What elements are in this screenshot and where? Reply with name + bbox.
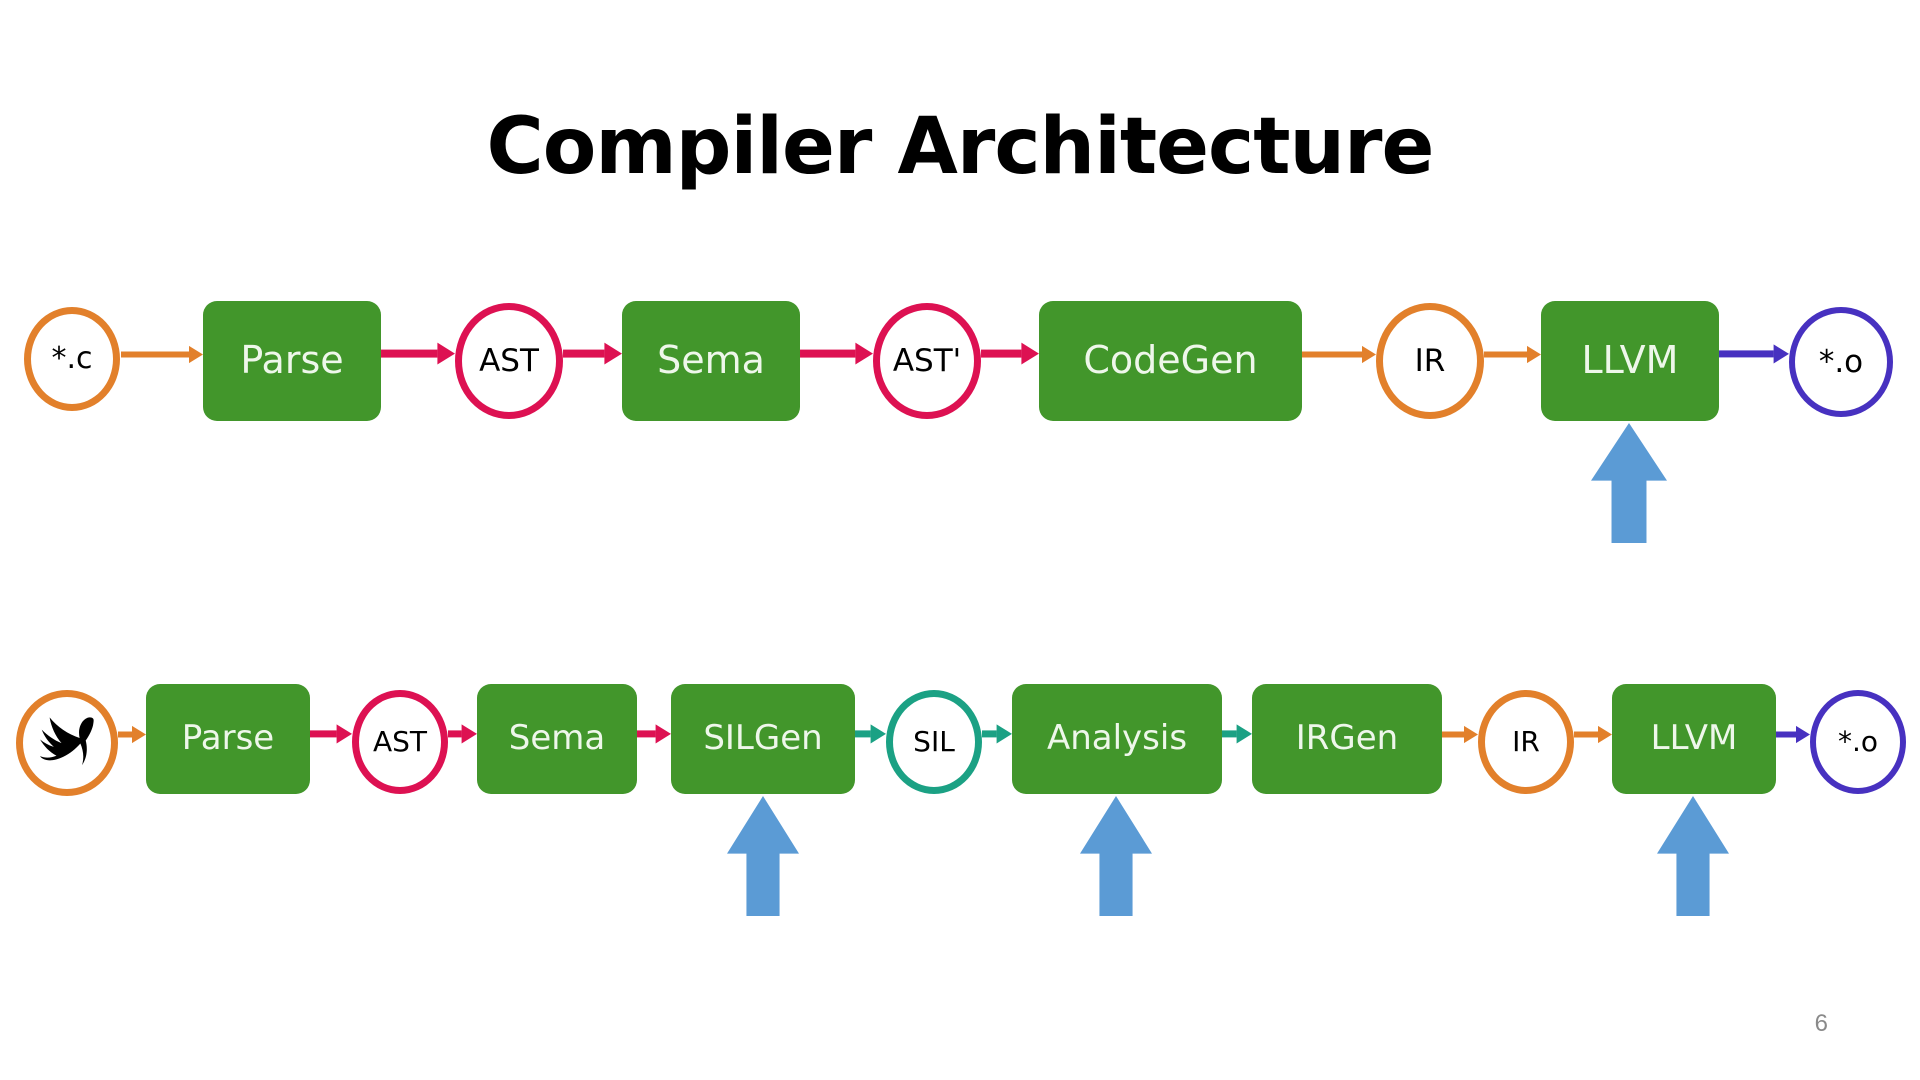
flow-arrow-swift-ir-to-llvm: [1574, 725, 1612, 743]
connector-swift-sema-to-silgen: [637, 722, 671, 751]
flow-arrow-c-ir-to-llvm: [1484, 345, 1541, 363]
node-label-c-ir: IR: [1414, 342, 1446, 379]
node-swift-ast[interactable]: AST: [352, 690, 448, 794]
connector-swift-llvm-to-object: [1776, 724, 1810, 750]
node-swift-source[interactable]: [16, 690, 118, 796]
node-label-swift-sil: SIL: [913, 725, 955, 758]
node-swift-sil[interactable]: SIL: [886, 690, 982, 794]
flow-arrow-c-src-to-parse: [121, 345, 203, 363]
connector-swift-analysis-to-irgen: [1222, 722, 1252, 751]
node-c-object[interactable]: *.o: [1789, 307, 1893, 417]
node-label-swift-ast: AST: [372, 725, 428, 758]
connector-swift-ir-to-llvm: [1574, 724, 1612, 750]
node-c-parse[interactable]: Parse: [203, 301, 381, 421]
node-swift-irgen[interactable]: IRGen: [1252, 684, 1442, 794]
node-label-c-sema: Sema: [657, 337, 765, 382]
connector-c-src-to-parse: [121, 344, 203, 370]
node-c-ir[interactable]: IR: [1376, 303, 1484, 419]
connector-swift-ast-to-sema: [448, 722, 477, 751]
flow-arrow-c-llvm-to-object: [1719, 344, 1789, 364]
node-c-ast[interactable]: AST: [455, 303, 563, 419]
node-label-swift-irgen: IRGen: [1295, 717, 1399, 758]
connector-c-ir-to-llvm: [1484, 344, 1541, 370]
flow-arrow-swift-sema-to-silgen: [637, 724, 671, 744]
connector-swift-irgen-to-ir: [1442, 724, 1478, 750]
flow-arrow-swift-irgen-to-ir: [1442, 725, 1478, 743]
node-label-c-source: *.c: [51, 341, 93, 376]
flow-arrow-c-codegen-to-ir: [1302, 345, 1376, 363]
node-label-c-object: *.o: [1818, 343, 1864, 380]
node-c-ast2[interactable]: AST': [873, 303, 981, 419]
flow-arrow-swift-ast-to-sema: [448, 724, 477, 744]
node-swift-parse[interactable]: Parse: [146, 684, 310, 794]
flow-arrow-c-parse-to-ast: [381, 343, 455, 365]
pipeline-row-swift: Parse AST Sema SILGen SIL Analysis IRGen IR LLVM…: [0, 672, 1920, 916]
connector-swift-parse-to-ast: [310, 722, 352, 751]
connector-c-ast2-to-codegen: [981, 340, 1039, 372]
node-label-swift-parse: Parse: [181, 717, 275, 758]
node-swift-silgen[interactable]: SILGen: [671, 684, 855, 794]
node-swift-ir[interactable]: IR: [1478, 690, 1574, 794]
connector-c-parse-to-ast: [381, 340, 455, 372]
flow-arrow-c-sema-to-ast2: [800, 343, 873, 365]
node-swift-analysis[interactable]: Analysis: [1012, 684, 1222, 794]
node-label-c-ast2: AST': [892, 342, 962, 379]
highlight-swift-llvm-icon: [1657, 796, 1729, 921]
highlight-swift-silgen-icon: [727, 796, 799, 921]
node-label-swift-silgen: SILGen: [703, 717, 823, 758]
flow-arrow-swift-silgen-to-sil: [855, 724, 886, 744]
flow-arrow-swift-llvm-to-object: [1776, 725, 1810, 743]
node-c-source[interactable]: *.c: [24, 307, 120, 411]
node-c-llvm[interactable]: LLVM: [1541, 301, 1719, 421]
blue-up-arrow-icon: [1657, 796, 1729, 916]
blue-up-arrow-icon: [1080, 796, 1152, 916]
connector-c-sema-to-ast2: [800, 340, 873, 372]
page-number: 6: [1814, 1010, 1828, 1037]
connector-c-llvm-to-object: [1719, 342, 1789, 371]
node-label-swift-ir: IR: [1512, 725, 1540, 758]
blue-up-arrow-icon: [1591, 423, 1667, 543]
pipeline-row-clang: *.c Parse AST Sema AST' CodeGen IR LLVM *.o: [0, 285, 1920, 543]
flow-arrow-swift-sil-to-analysis: [982, 724, 1012, 744]
node-swift-object[interactable]: *.o: [1810, 690, 1906, 794]
flow-arrow-swift-parse-to-ast: [310, 724, 352, 744]
highlight-swift-analysis-icon: [1080, 796, 1152, 921]
node-swift-llvm[interactable]: LLVM: [1612, 684, 1776, 794]
flow-arrow-c-ast2-to-codegen: [981, 343, 1039, 365]
node-label-c-llvm: LLVM: [1581, 337, 1679, 382]
flow-arrow-swift-src-to-parse: [118, 725, 146, 743]
swift-bird-icon: [39, 717, 94, 766]
node-label-swift-analysis: Analysis: [1046, 717, 1188, 758]
flow-arrow-swift-analysis-to-irgen: [1222, 724, 1252, 744]
blue-up-arrow-icon: [727, 796, 799, 916]
connector-c-ast-to-sema: [563, 340, 622, 372]
connector-swift-silgen-to-sil: [855, 722, 886, 751]
page-title: Compiler Architecture: [486, 102, 1435, 192]
node-swift-sema[interactable]: Sema: [477, 684, 637, 794]
connector-swift-sil-to-analysis: [982, 722, 1012, 751]
node-label-swift-object: *.o: [1837, 725, 1879, 758]
connector-c-codegen-to-ir: [1302, 344, 1376, 370]
node-label-c-parse: Parse: [240, 337, 344, 382]
node-c-codegen[interactable]: CodeGen: [1039, 301, 1302, 421]
connector-swift-src-to-parse: [118, 724, 146, 750]
node-label-c-codegen: CodeGen: [1083, 337, 1258, 382]
highlight-c-llvm-icon: [1591, 423, 1667, 548]
node-label-c-ast: AST: [479, 342, 539, 379]
node-label-swift-sema: Sema: [508, 717, 606, 758]
flow-arrow-c-ast-to-sema: [563, 343, 622, 365]
node-c-sema[interactable]: Sema: [622, 301, 800, 421]
node-label-swift-llvm: LLVM: [1650, 717, 1738, 758]
